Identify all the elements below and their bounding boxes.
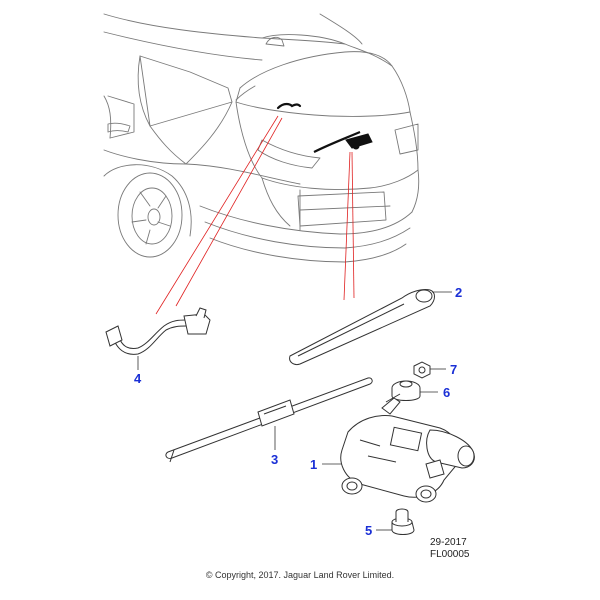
wiper-motor-part: [340, 393, 475, 503]
motor-seal-part: [391, 380, 421, 401]
callout-3: 3: [271, 426, 278, 467]
callout-1: 1: [310, 457, 342, 472]
callout-1-label: 1: [310, 457, 317, 472]
callouts: 1 2 3 4 5 6 7: [134, 285, 462, 538]
callout-2-label: 2: [455, 285, 462, 300]
callout-6-label: 6: [443, 385, 450, 400]
callout-3-label: 3: [271, 452, 278, 467]
wiper-blade-part: [165, 377, 373, 463]
copyright-notice: © Copyright, 2017. Jaguar Land Rover Lim…: [205, 570, 395, 580]
callout-5: 5: [365, 523, 392, 538]
grommet-part: [391, 508, 415, 535]
reference-figure-code: FL00005: [430, 549, 470, 560]
callout-5-label: 5: [365, 523, 372, 538]
nut-part: [413, 361, 431, 379]
callout-2: 2: [432, 285, 462, 300]
callout-6: 6: [420, 385, 450, 400]
vehicle-outline: [103, 13, 420, 263]
reference-code: 29-2017 FL00005: [430, 537, 469, 561]
callout-7: 7: [430, 362, 457, 377]
leader-lines: [155, 115, 355, 315]
reference-date-code: 29-2017: [430, 537, 467, 548]
mounted-washer-jet: [276, 102, 302, 110]
callout-4: 4: [134, 356, 142, 386]
wiper-arm-part: [289, 289, 435, 365]
mounted-wiper: [313, 130, 373, 153]
callout-7-label: 7: [450, 362, 457, 377]
washer-hose-part: [105, 307, 211, 355]
callout-4-label: 4: [134, 371, 142, 386]
